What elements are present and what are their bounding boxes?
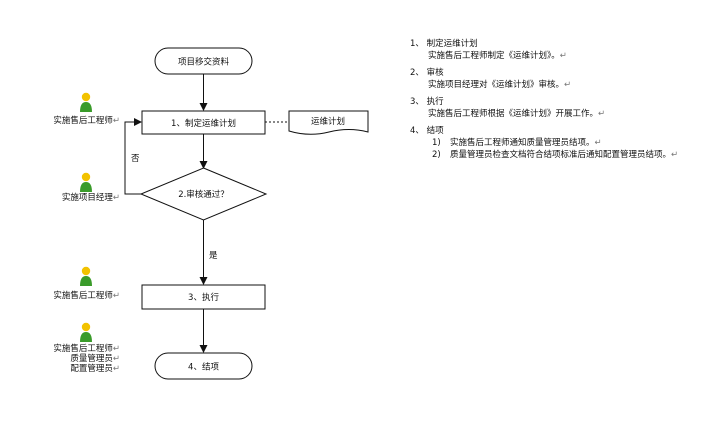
role-text: 实施项目经理 <box>61 193 113 203</box>
note-subitem: 1)实施售后工程师通知质量管理员结项。↵ <box>432 138 602 148</box>
no-loop-line <box>124 118 142 195</box>
note-subitem-text: 质量管理员检查文档符合结项标准后通知配置管理员结项。 <box>450 150 672 160</box>
person-icon <box>80 92 92 112</box>
execute-process-box <box>141 284 266 310</box>
end-terminator <box>154 352 253 380</box>
yes-label: 是 <box>209 251 218 261</box>
role-text: 质量管理员 <box>70 354 113 364</box>
person-icon <box>80 266 92 286</box>
plan-process-label: 1、制定运维计划 <box>171 118 236 129</box>
note-subitem-number: 2) <box>432 150 441 160</box>
note-body: 实施售后工程师制定《运维计划》。 <box>428 51 560 61</box>
role-label: 实施项目经理↵ <box>61 193 120 203</box>
start-label: 项目移交资料 <box>178 57 230 68</box>
note-title: 2、 审核 <box>410 68 444 78</box>
no-label: 否 <box>131 154 140 164</box>
note-step: 1、 制定运维计划 实施售后工程师制定《运维计划》。↵ <box>410 38 710 62</box>
plan-document-label: 运维计划 <box>311 116 345 127</box>
note-subitem: 2)质量管理员检查文档符合结项标准后通知配置管理员结项。↵ <box>432 150 679 160</box>
note-title: 3、 执行 <box>410 97 444 107</box>
note-subitem-text: 实施售后工程师通知质量管理员结项。 <box>450 138 595 148</box>
note-step: 2、 审核 实施项目经理对《运维计划》审核。↵ <box>410 67 710 91</box>
role-text: 实施售后工程师 <box>53 116 113 126</box>
role-label: 实施售后工程师↵ <box>53 116 120 126</box>
note-step: 4、 结项 1)实施售后工程师通知质量管理员结项。↵ 2)质量管理员检查文档符合… <box>410 125 710 161</box>
end-label: 4、结项 <box>188 362 219 373</box>
process-notes: 1、 制定运维计划 实施售后工程师制定《运维计划》。↵ 2、 审核 实施项目经理… <box>410 38 710 166</box>
person-icon <box>80 172 92 192</box>
note-title: 1、 制定运维计划 <box>410 39 478 49</box>
note-step: 3、 执行 实施售后工程师根据《运维计划》开展工作。↵ <box>410 96 710 120</box>
execute-process-label: 3、执行 <box>188 292 219 303</box>
note-subitem-number: 1) <box>432 138 441 148</box>
role-label: 实施售后工程师↵ <box>53 291 120 301</box>
person-icon <box>80 322 92 342</box>
plan-document-shape <box>288 110 369 135</box>
note-body: 实施售后工程师根据《运维计划》开展工作。 <box>428 109 599 119</box>
role-text: 配置管理员 <box>70 364 113 374</box>
role-text: 实施售后工程师 <box>53 291 113 301</box>
note-title: 4、 结项 <box>410 126 444 136</box>
role-label-group: 实施售后工程师↵ 质量管理员↵ 配置管理员↵ <box>53 344 120 374</box>
role-text: 实施售后工程师 <box>53 344 113 354</box>
review-decision-label: 2.审核通过？ <box>178 189 229 200</box>
note-body: 实施项目经理对《运维计划》审核。 <box>428 80 565 90</box>
